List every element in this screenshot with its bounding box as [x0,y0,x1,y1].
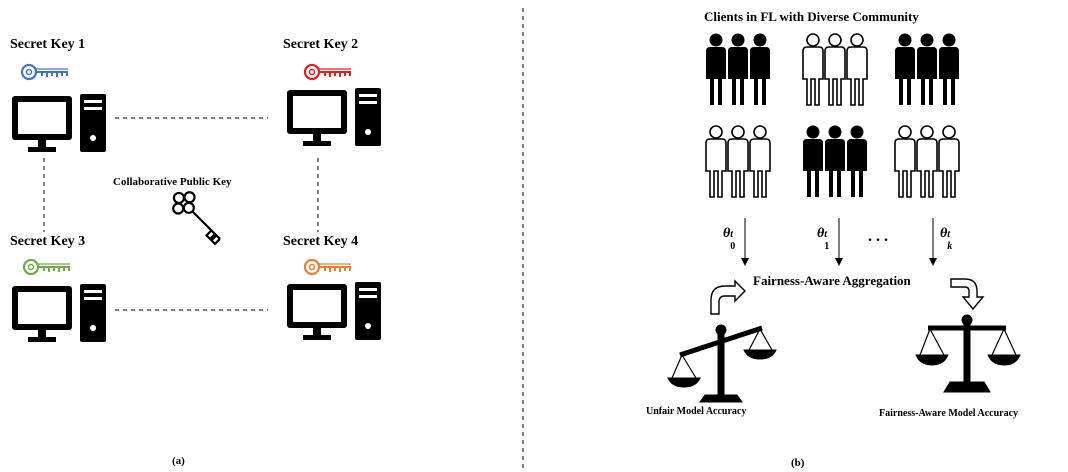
panel-b-caption: (b) [791,457,805,469]
network-links [43,117,319,311]
client-group-1-icon [706,33,770,105]
fair-accuracy-label: Fairness-Aware Model Accuracy [879,408,1019,419]
client-group-5-icon [803,125,867,197]
parameter-arrows [741,218,937,266]
secret-key-4-label: Secret Key 4 [283,234,359,249]
panel-a-graphics [12,63,381,342]
curve-arrow-down-icon [950,278,985,311]
public-key-label: Collaborative Public Key [113,176,232,188]
secret-key-3-label: Secret Key 3 [10,234,86,249]
secret-key-1-label: Secret Key 1 [10,37,86,52]
panel-b-title: Clients in FL with Diverse Community [704,9,919,24]
secret-key-2-label: Secret Key 2 [283,37,359,52]
unfair-scale-icon [667,324,777,403]
client-group-4-icon [705,125,771,198]
client-group-2-icon [802,33,868,106]
ellipsis: . . . [868,228,888,245]
client-group-3-icon [895,33,959,105]
curve-arrow-up-icon [710,279,746,315]
panel-a-caption: (a) [172,455,185,467]
unfair-accuracy-label: Unfair Model Accuracy [646,406,747,417]
client-group-6-icon [894,125,960,198]
fair-scale-icon [915,314,1021,393]
public-key-icon [172,191,221,246]
aggregation-label: Fairness-Aware Aggregation [753,273,911,288]
